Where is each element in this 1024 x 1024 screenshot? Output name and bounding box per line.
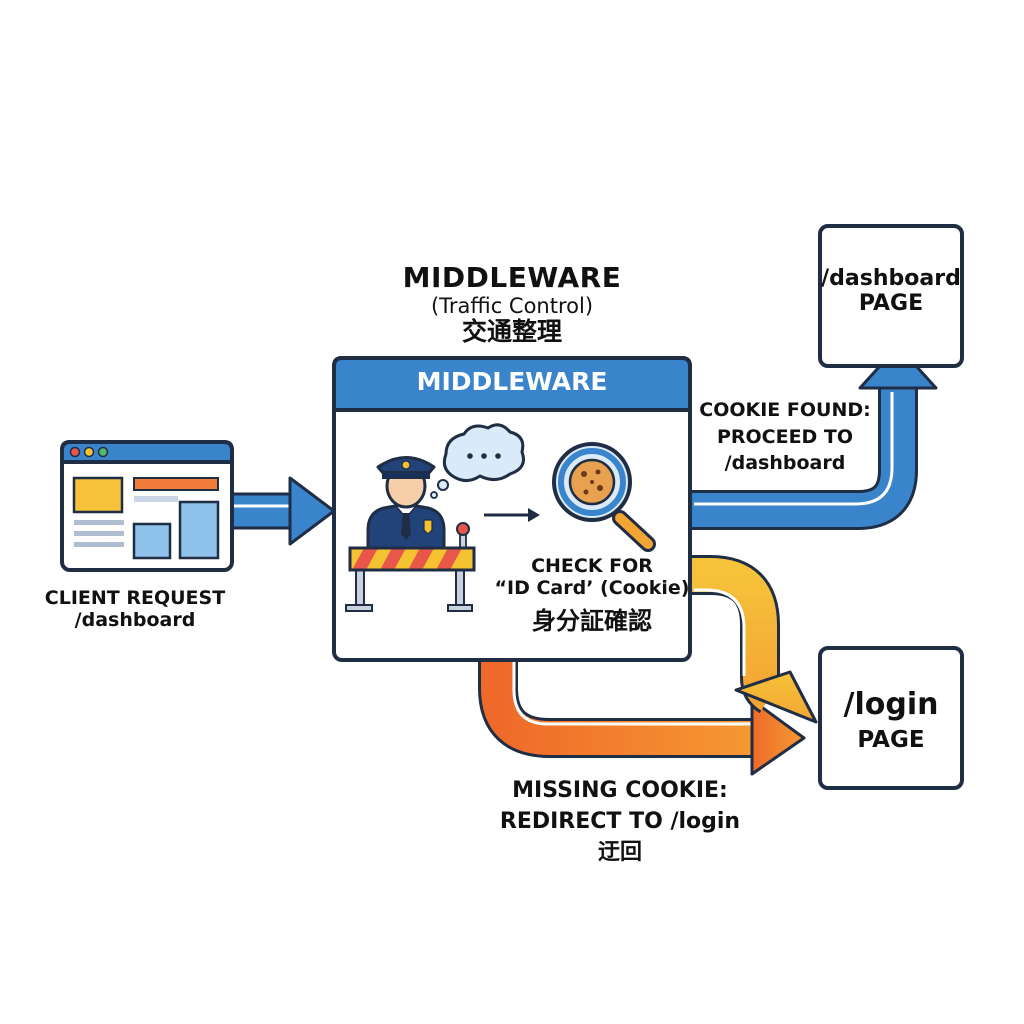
middleware-title: MIDDLEWARE (Traffic Control) 交通整理 (362, 261, 662, 347)
login-page-label: /login PAGE (820, 687, 962, 753)
check-cookie-label: CHECK FOR “ID Card’ (Cookie) 身分証確認 (486, 555, 698, 635)
magnifier-cookie-icon (552, 442, 656, 552)
login-path: /login (843, 687, 939, 722)
panel-header: MIDDLEWARE (416, 367, 608, 396)
police-officer-icon (366, 456, 446, 550)
check-japanese: 身分証確認 (532, 606, 652, 635)
client-line-1: CLIENT REQUEST (44, 587, 226, 609)
dashboard-page-label: /dashboard PAGE (820, 266, 962, 317)
redirect-arrow (690, 555, 818, 724)
client-request-label: CLIENT REQUEST /dashboard (40, 587, 230, 632)
check-line-1: CHECK FOR (531, 555, 653, 577)
dashboard-page-word: PAGE (858, 291, 924, 317)
cookie-found-label: COOKIE FOUND: PROCEED TO /dashboard (692, 397, 878, 477)
dashboard-page-box (818, 224, 964, 368)
title-text: MIDDLEWARE (402, 261, 622, 294)
client-request-arrow (228, 476, 336, 546)
dashboard-path: /dashboard (821, 266, 961, 291)
subtitle-english: (Traffic Control) (430, 294, 594, 319)
client-line-2: /dashboard (74, 608, 196, 631)
found-line-1: COOKIE FOUND: (699, 399, 871, 421)
missing-cookie-label: MISSING COOKIE: REDIRECT TO /login 迂回 (470, 776, 770, 868)
thought-bubble-icon (430, 423, 525, 499)
check-line-2: “ID Card’ (Cookie) (494, 576, 690, 599)
check-arrow (484, 508, 540, 522)
missing-line-3: 迂回 (597, 839, 642, 865)
login-page-box (818, 646, 964, 790)
found-line-3: /dashboard (724, 452, 846, 475)
missing-line-1: MISSING COOKIE: (512, 778, 728, 803)
missing-cookie-arrow (478, 655, 806, 776)
cookie-found-arrow (692, 344, 938, 530)
middleware-panel (332, 356, 692, 662)
login-page-word: PAGE (857, 726, 925, 753)
subtitle-japanese: 交通整理 (461, 317, 562, 347)
browser-window-icon (60, 440, 234, 572)
found-line-2: PROCEED TO (716, 425, 854, 448)
missing-line-2: REDIRECT TO /login (499, 808, 741, 834)
road-barrier-icon (345, 522, 476, 612)
